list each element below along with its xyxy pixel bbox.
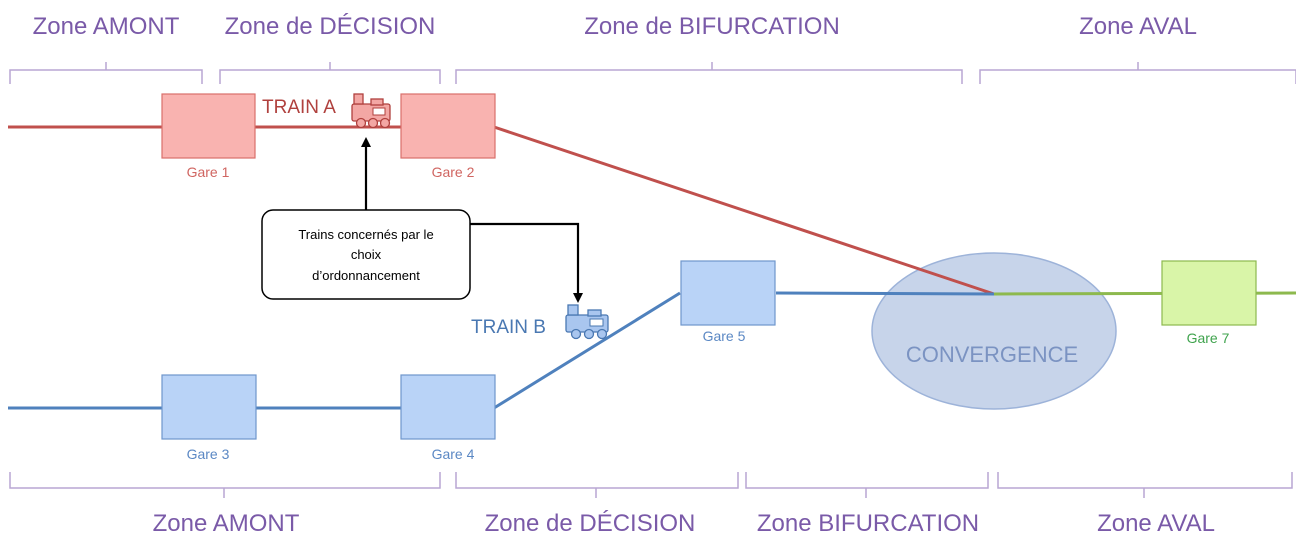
station-box bbox=[1161, 260, 1257, 326]
train-a-label: TRAIN A bbox=[262, 97, 336, 118]
station-label-gare-3: Gare 3 bbox=[187, 446, 230, 462]
brace-top-aval bbox=[979, 62, 1296, 84]
station-label-gare-5: Gare 5 bbox=[703, 328, 746, 344]
station-gare-1: Gare 1 bbox=[161, 93, 256, 180]
train-b-label: TRAIN B bbox=[471, 317, 546, 338]
zone-bottom-decision: Zone de DÉCISION bbox=[485, 510, 696, 537]
callout-line-3: d’ordonnancement bbox=[312, 268, 420, 283]
station-gare-3: Gare 3 bbox=[161, 374, 257, 462]
zone-bottom-amont: Zone AMONT bbox=[153, 510, 300, 537]
zone-top-amont: Zone AMONT bbox=[33, 13, 180, 40]
brace-top-amont bbox=[9, 62, 203, 84]
locomotive-icon bbox=[351, 93, 391, 129]
brace-bottom-aval bbox=[997, 472, 1293, 498]
callout-line-1: Trains concernés par le bbox=[298, 227, 433, 242]
station-gare-4: Gare 4 bbox=[400, 374, 496, 462]
zone-top-aval: Zone AVAL bbox=[1079, 13, 1197, 40]
station-box bbox=[680, 260, 776, 326]
brace-top-decision bbox=[219, 62, 441, 84]
zone-brackets-top bbox=[9, 62, 1296, 84]
callout-line-2: choix bbox=[351, 247, 382, 262]
arrow-to-train-b bbox=[470, 222, 583, 303]
track-line-b-upper bbox=[775, 291, 995, 296]
locomotive-icon bbox=[565, 304, 609, 340]
callout: Trains concernés par le choix d’ordonnan… bbox=[261, 137, 583, 303]
station-label-gare-7: Gare 7 bbox=[1187, 330, 1230, 346]
station-gare-5: Gare 5 bbox=[680, 260, 776, 344]
station-label-gare-2: Gare 2 bbox=[432, 164, 475, 180]
zone-bottom-aval: Zone AVAL bbox=[1097, 510, 1215, 537]
track-line-b-lower bbox=[8, 291, 681, 410]
zone-top-bifurcation: Zone de BIFURCATION bbox=[584, 13, 840, 40]
station-box bbox=[161, 374, 257, 440]
convergence-label: CONVERGENCE bbox=[906, 342, 1078, 367]
brace-bottom-bifurcation bbox=[745, 472, 989, 498]
station-box bbox=[400, 374, 496, 440]
station-gare-7: Gare 7 bbox=[1161, 260, 1257, 346]
zone-bottom-bifurcation: Zone BIFURCATION bbox=[757, 510, 979, 537]
brace-bottom-decision bbox=[455, 472, 739, 498]
brace-top-bifurcation bbox=[455, 62, 963, 84]
station-label-gare-1: Gare 1 bbox=[187, 164, 230, 180]
zone-top-decision: Zone de DÉCISION bbox=[225, 13, 436, 40]
convergence-zone bbox=[871, 252, 1117, 410]
station-label-gare-4: Gare 4 bbox=[432, 446, 475, 462]
station-gare-2: Gare 2 bbox=[400, 93, 496, 180]
station-box bbox=[400, 93, 496, 159]
zone-brackets-bottom bbox=[9, 472, 1293, 498]
brace-bottom-amont bbox=[9, 472, 441, 498]
track-line-a bbox=[8, 125, 995, 296]
station-box bbox=[161, 93, 256, 159]
